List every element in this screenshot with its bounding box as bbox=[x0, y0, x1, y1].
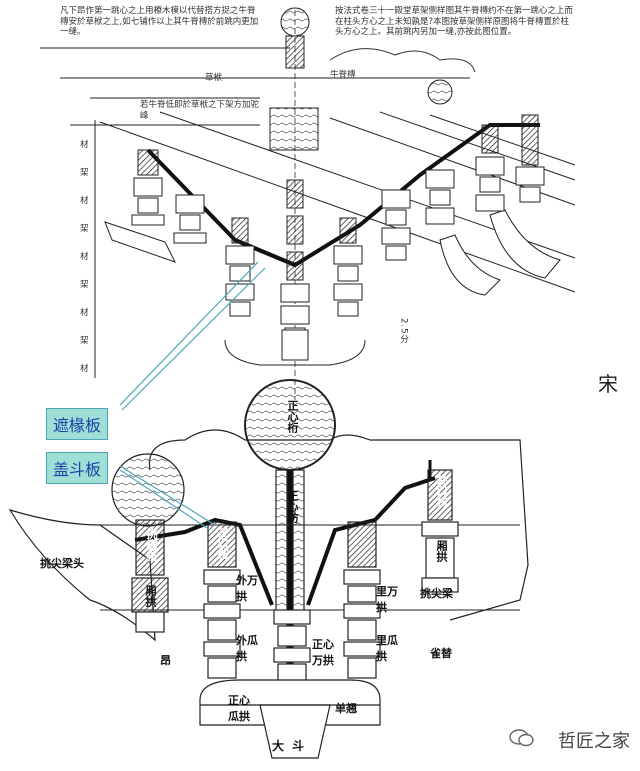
label-que-ti: 雀替 bbox=[430, 647, 452, 660]
callout-leaders bbox=[119, 261, 266, 531]
tiao-yan-heng-purlin bbox=[111, 453, 185, 527]
label-tiao-yan-fang: 挑檐枋 bbox=[145, 528, 158, 561]
label-zheng-xin-heng: 正心桁 bbox=[286, 400, 299, 433]
center-block bbox=[269, 107, 319, 151]
qing-bracket-drawing bbox=[8, 379, 529, 759]
watermark-text: 哲匠之家 bbox=[558, 731, 630, 752]
label-wai-wan-gong: 外万拱 bbox=[236, 574, 258, 603]
scale-8: 材 bbox=[80, 364, 89, 374]
label-tiaojian-liang: 挑尖梁 bbox=[420, 587, 453, 600]
label-yancao: 若牛脊低即於草栿之下架方加驼峰 bbox=[140, 100, 260, 121]
label-zheng-xin-wan-gong: 正心万拱 bbox=[312, 638, 334, 667]
label-wai-gua-gong: 外瓜拱 bbox=[236, 634, 258, 663]
scale-4: 材 bbox=[80, 252, 89, 262]
label-niujituan: 牛脊槫 bbox=[330, 70, 356, 80]
top-note-left: 凡下昂作第一跳心之上用橑木模以代替搭方捉之牛脊槫安於草栿之上,如七铺作以上其牛脊… bbox=[60, 6, 259, 38]
qing-bracket-columns bbox=[131, 469, 459, 685]
label-xiang-gong-r: 厢拱 bbox=[435, 540, 448, 562]
label-li-wan-gong: 里万拱 bbox=[376, 585, 398, 614]
label-zheng-xin-fang: 正心枋 bbox=[286, 490, 299, 523]
scale-1: 栔 bbox=[80, 168, 89, 178]
song-bracket-drawing bbox=[40, 7, 576, 400]
scale-7: 栔 bbox=[80, 336, 89, 346]
label-zheng-xin-gua-gong: 正心瓜拱 bbox=[228, 694, 250, 723]
label-tiaowo-liutou: 挑尖梁头 bbox=[40, 557, 84, 570]
dimension-label: 2.5分 bbox=[398, 318, 409, 345]
callout-zheyanban: 遮椽板 bbox=[46, 408, 109, 440]
label-jing-kou-fang-r: 井口枋 bbox=[435, 474, 448, 507]
scale-0: 材 bbox=[80, 140, 89, 150]
scale-6: 材 bbox=[80, 308, 89, 318]
label-ang: 昂 bbox=[160, 654, 171, 667]
scale-5: 栔 bbox=[80, 280, 89, 290]
label-caoxing: 草栿 bbox=[205, 73, 223, 83]
top-purlin bbox=[280, 7, 310, 37]
side-note-song: 宋 bbox=[598, 372, 618, 396]
label-xiang-gong-l: 厢拱 bbox=[144, 585, 157, 607]
callout-gaidouban: 盖斗板 bbox=[46, 452, 109, 484]
niujituan-purlin bbox=[427, 79, 453, 105]
label-jing-kou-fang-l: 井口枋 bbox=[216, 526, 229, 559]
scale-2: 材 bbox=[80, 196, 89, 206]
label-dan-cai: 单翘 bbox=[335, 702, 357, 715]
song-bracket-columns bbox=[131, 114, 545, 359]
label-li-gua-gong: 里瓜拱 bbox=[376, 634, 398, 663]
wechat-icon bbox=[509, 729, 534, 747]
scale-3: 栔 bbox=[80, 224, 89, 234]
top-note-right: 按法式卷三十一殿堂草架侧样图其牛脊槫约不在第一跳心之上而在柱头方心之上未知孰是?… bbox=[335, 6, 574, 38]
label-da-dou: 大斗 bbox=[272, 739, 313, 753]
